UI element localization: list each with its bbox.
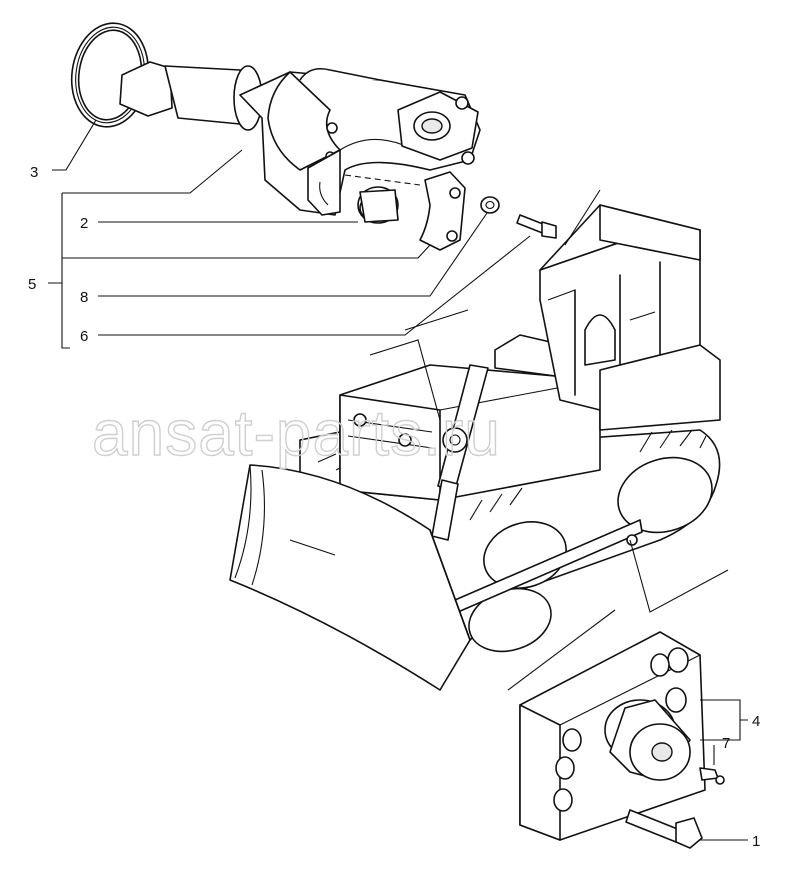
- callout-1: 1: [752, 833, 760, 850]
- callout-8: 8: [80, 289, 88, 306]
- crawler-dozer-illustration: [229, 189, 729, 691]
- callout-5: 5: [28, 276, 36, 293]
- callout-3: 3: [30, 164, 38, 181]
- callout-4: 4: [752, 713, 760, 730]
- callout-7: 7: [722, 735, 730, 752]
- yoke-joint-detail: [70, 22, 557, 251]
- callout-2: 2: [80, 215, 88, 232]
- watermark-text: ansat-parts.ru: [92, 397, 501, 469]
- callout-leaders: [48, 119, 748, 841]
- flange-mount-detail: [519, 631, 725, 849]
- callout-6: 6: [80, 328, 88, 345]
